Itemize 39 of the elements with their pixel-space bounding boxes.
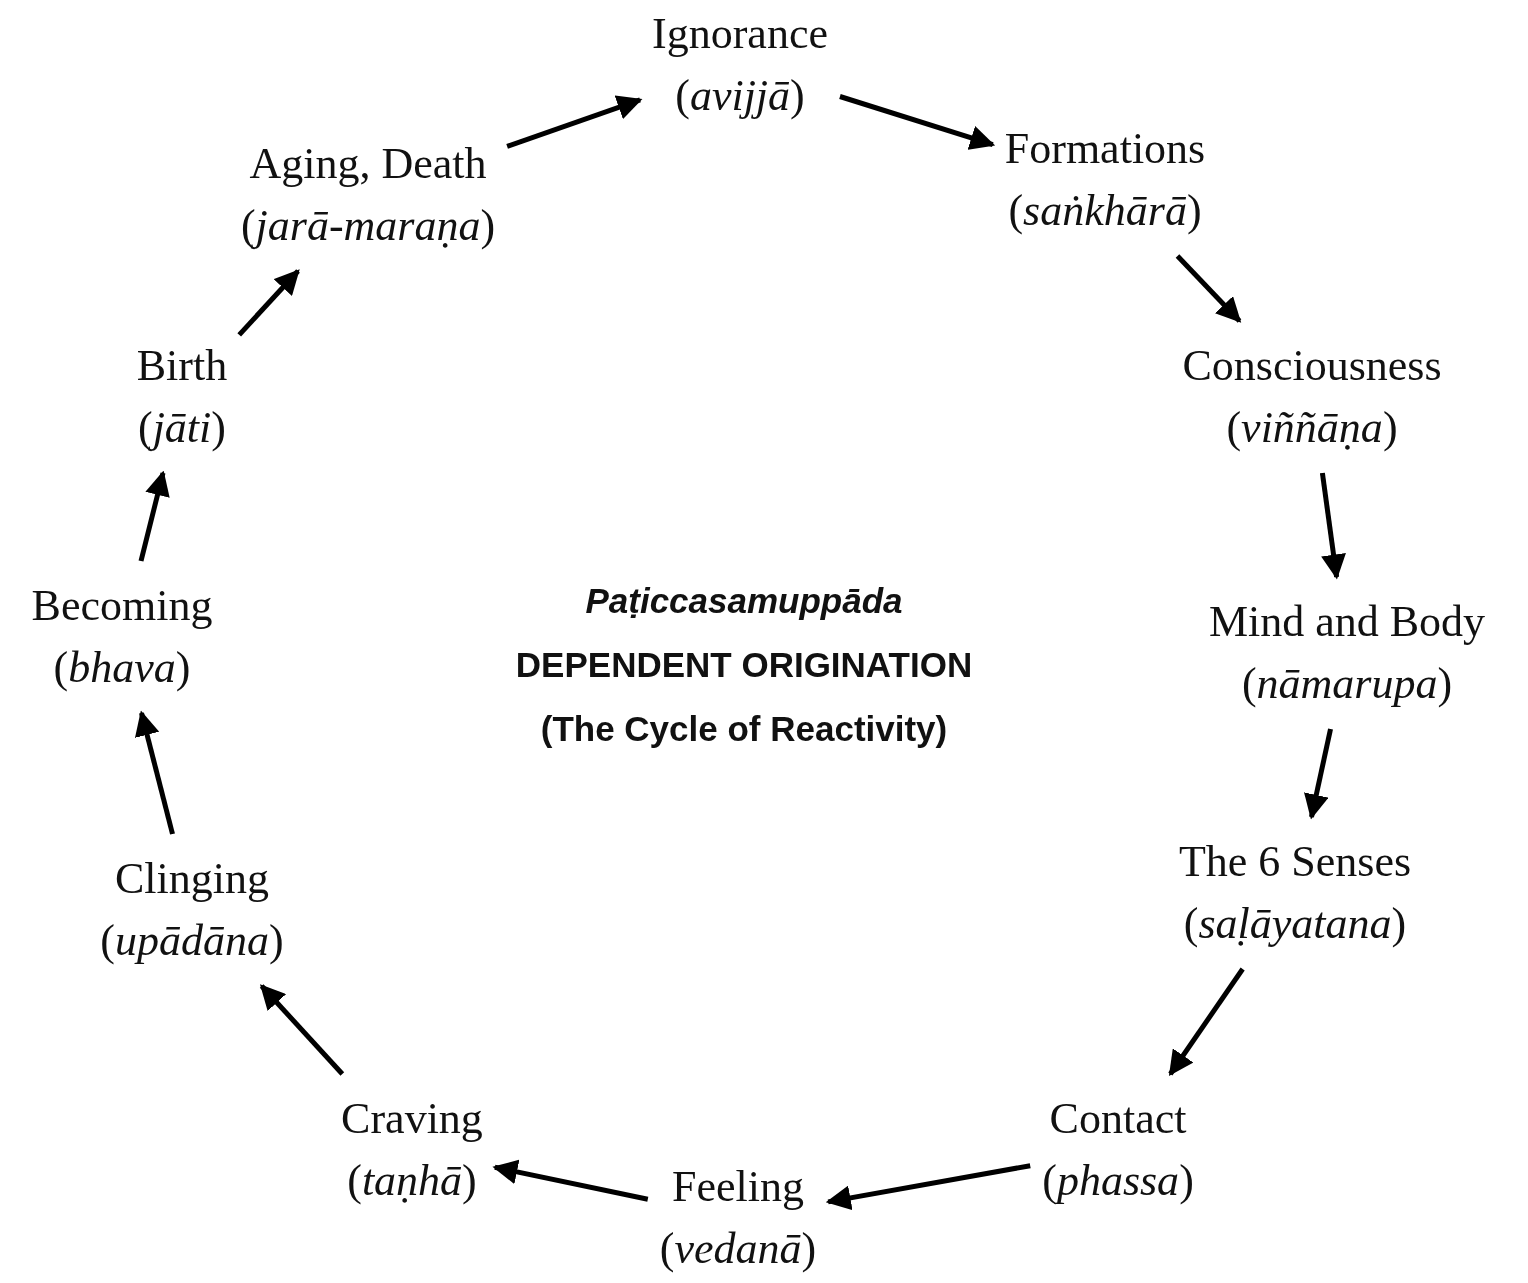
pali-term: (saṅkhārā): [1007, 185, 1203, 237]
stage-name: Mind and Body: [1208, 596, 1486, 648]
arrow: [1175, 254, 1242, 323]
arrow: [138, 470, 170, 562]
arrow: [1168, 967, 1245, 1077]
arrow: [1319, 472, 1346, 580]
pali-term: (vedanā): [659, 1223, 817, 1275]
arrow: [492, 1159, 649, 1202]
stage-name: The 6 Senses: [1178, 836, 1412, 888]
stage-name: Birth: [136, 340, 228, 392]
pali-term: (viññāṇa): [1225, 402, 1399, 454]
stage-name: Becoming: [31, 580, 213, 632]
pali-term: (jarā-maraṇa): [240, 200, 496, 252]
pali-term: (jāti): [137, 402, 227, 454]
pali-term: (saḷāyatana): [1182, 898, 1408, 950]
stage-name: Formations: [1004, 123, 1206, 175]
center-title: DEPENDENT ORIGINATION: [515, 644, 973, 686]
arrow: [259, 984, 345, 1076]
arrow: [839, 94, 996, 150]
stage-name: Craving: [341, 1093, 483, 1145]
arrow: [1304, 728, 1333, 820]
stage-name: Ignorance: [652, 8, 828, 60]
arrow: [237, 269, 300, 337]
stage-name: Consciousness: [1182, 340, 1442, 392]
stage-name: Contact: [1048, 1093, 1188, 1145]
arrow: [506, 95, 643, 149]
arrow: [134, 710, 175, 835]
stage-name: Feeling: [671, 1161, 805, 1213]
stage-name: Aging, Death: [248, 138, 488, 190]
center-subtitle: Paṭiccasamuppāda: [584, 580, 904, 622]
pali-term: (upādāna): [100, 915, 284, 967]
pali-term: (bhava): [52, 642, 192, 694]
pali-term: (phassa): [1042, 1155, 1194, 1207]
pali-term: (taṇhā): [346, 1155, 478, 1207]
pali-term: (avijjā): [674, 70, 806, 122]
pali-term: (nāmarupa): [1240, 658, 1454, 710]
stage-name: Clinging: [114, 853, 270, 905]
arrow: [825, 1163, 1031, 1211]
center-caption: (The Cycle of Reactivity): [539, 708, 949, 750]
